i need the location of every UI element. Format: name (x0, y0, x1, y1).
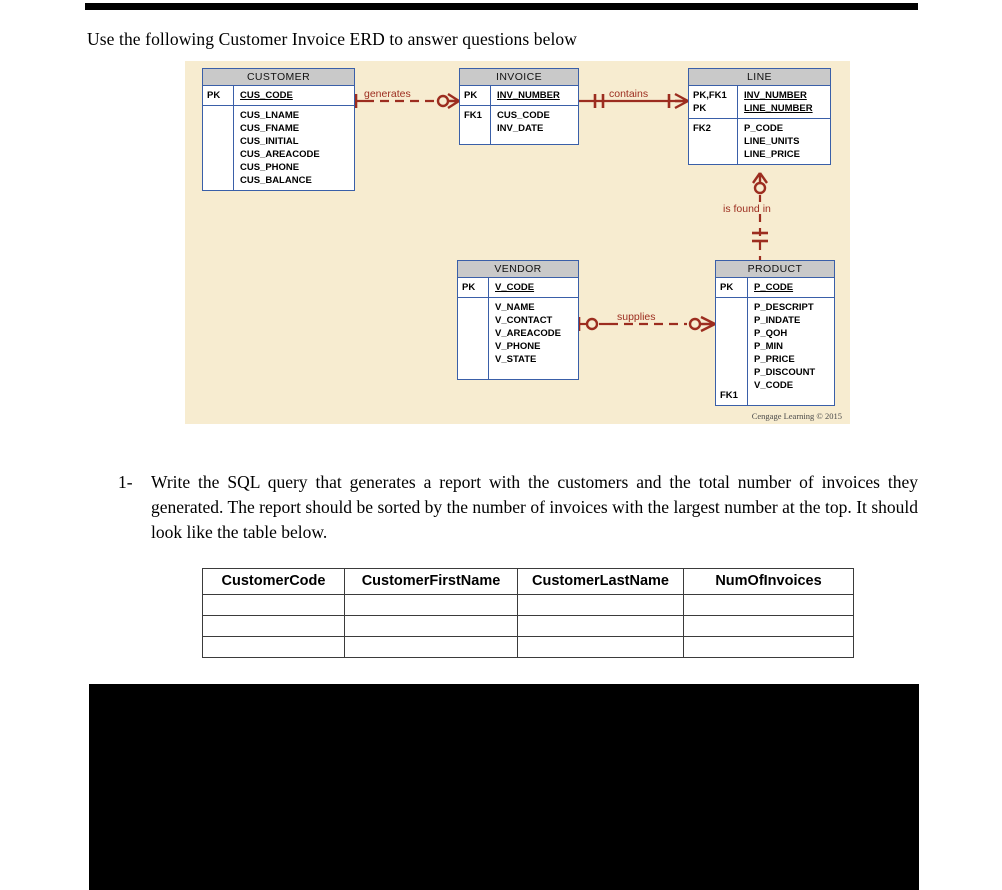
table-cell (344, 636, 518, 658)
entity-customer-attr-keys (203, 106, 234, 190)
entity-invoice-attr-keys: FK1 (460, 106, 491, 144)
question-1-text: Write the SQL query that generates a rep… (151, 472, 918, 542)
entity-invoice-pk-keys: PK (460, 86, 491, 105)
erd-relationship-connectors (346, 92, 768, 333)
column-header-customer-last-name: CustomerLastName (517, 568, 684, 595)
entity-product-pk-attrs: P_CODE (754, 282, 794, 293)
table-row (202, 615, 854, 637)
entity-customer-attrs: CUS_LNAME CUS_FNAME CUS_INITIAL CUS_AREA… (240, 110, 320, 186)
entity-line-title: LINE (689, 69, 830, 86)
entity-customer-pk-attrs: CUS_CODE (240, 90, 293, 101)
entity-invoice-pk-attrs: INV_NUMBER (497, 90, 560, 101)
entity-vendor-pk-keys: PK (458, 278, 489, 297)
entity-customer: CUSTOMER PK CUS_CODE CUS_LNAME CUS_FNAME… (202, 68, 355, 191)
table-header-row: CustomerCode CustomerFirstName CustomerL… (202, 568, 854, 595)
entity-vendor-attrs: V_NAME V_CONTACT V_AREACODE V_PHONE V_ST… (495, 302, 561, 365)
entity-vendor-attr-keys (458, 298, 489, 379)
entity-customer-pk-keys: PK (203, 86, 234, 105)
entity-product-attrs: P_DESCRIPT P_INDATE P_QOH P_MIN P_PRICE … (754, 302, 816, 391)
entity-line: LINE PK,FK1 PK INV_NUMBER LINE_NUMBER FK… (688, 68, 831, 165)
erd-copyright-credit: Cengage Learning © 2015 (751, 411, 842, 421)
column-header-num-of-invoices: NumOfInvoices (683, 568, 854, 595)
relationship-label-is-found-in: is found in (723, 203, 771, 215)
entity-line-pk-keys: PK,FK1 PK (689, 86, 738, 118)
table-cell (517, 615, 684, 637)
bottom-redacted-block (89, 684, 919, 890)
entity-line-pk-attrs: INV_NUMBER LINE_NUMBER (744, 90, 813, 114)
entity-customer-title: CUSTOMER (203, 69, 354, 86)
relationship-label-supplies: supplies (617, 311, 656, 323)
entity-product-pk-keys: PK (716, 278, 748, 297)
relationship-label-contains: contains (609, 88, 649, 100)
column-header-customer-code: CustomerCode (202, 568, 345, 595)
table-cell (683, 615, 854, 637)
page-intro-text: Use the following Customer Invoice ERD t… (87, 29, 577, 49)
entity-line-attrs: P_CODE LINE_UNITS LINE_PRICE (744, 123, 800, 160)
entity-vendor: VENDOR PK V_CODE V_NAME V_CONTACT V_AREA… (457, 260, 579, 380)
table-cell (683, 636, 854, 658)
table-row (202, 636, 854, 658)
table-cell (517, 636, 684, 658)
top-divider-rule (85, 3, 918, 10)
table-cell (202, 594, 345, 616)
entity-line-attr-keys: FK2 (689, 119, 738, 164)
column-header-customer-first-name: CustomerFirstName (344, 568, 518, 595)
expected-result-table: CustomerCode CustomerFirstName CustomerL… (202, 568, 854, 658)
entity-vendor-title: VENDOR (458, 261, 578, 278)
entity-product-title: PRODUCT (716, 261, 834, 278)
question-1: 1- Write the SQL query that generates a … (118, 470, 918, 545)
table-cell (344, 594, 518, 616)
table-cell (202, 636, 345, 658)
erd-diagram-panel: generates contains is found in supplies … (185, 61, 850, 424)
table-cell (344, 615, 518, 637)
table-cell (683, 594, 854, 616)
relationship-label-generates: generates (364, 88, 411, 100)
entity-invoice-attrs: CUS_CODE INV_DATE (497, 110, 550, 134)
entity-product: PRODUCT PK P_CODE FK1 P_DESCRIPT P_INDAT… (715, 260, 835, 406)
entity-invoice-title: INVOICE (460, 69, 578, 86)
question-1-number: 1- (118, 472, 133, 492)
table-cell (202, 615, 345, 637)
entity-vendor-pk-attrs: V_CODE (495, 282, 535, 293)
entity-product-attr-keys: FK1 (716, 298, 748, 405)
table-cell (517, 594, 684, 616)
table-row (202, 594, 854, 616)
entity-invoice: INVOICE PK INV_NUMBER FK1 CUS_CODE INV_D… (459, 68, 579, 145)
